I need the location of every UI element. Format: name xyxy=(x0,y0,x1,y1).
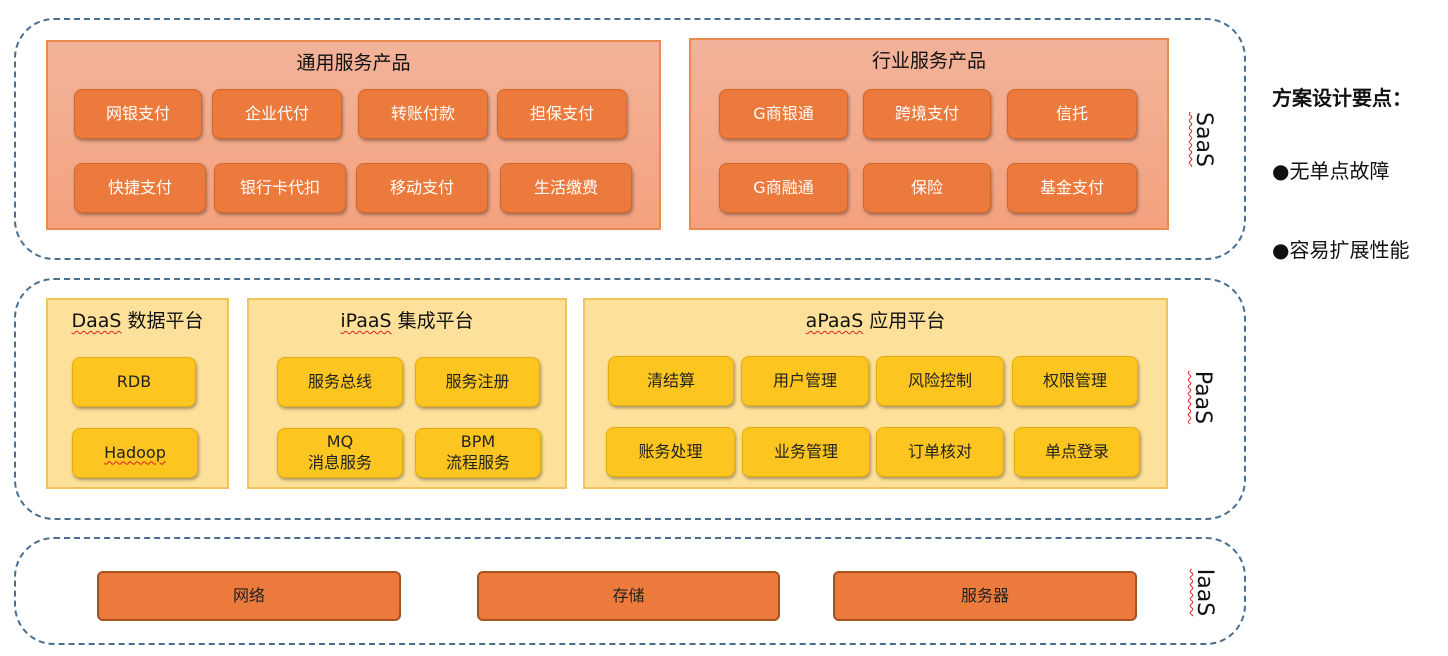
platform-box: 账务处理 xyxy=(606,427,735,477)
design-notes: 方案设计要点： ●无单点故障 ●容易扩展性能 xyxy=(1272,82,1412,313)
general-services-panel: 通用服务产品 网银支付 企业代付 转账付款 担保支付 快捷支付 银行卡代扣 移动… xyxy=(46,40,661,230)
saas-label: SaaS xyxy=(1190,112,1216,167)
note-item: ●容易扩展性能 xyxy=(1272,238,1410,262)
daas-panel: DaaS 数据平台 RDB Hadoop xyxy=(46,298,229,489)
platform-box: 权限管理 xyxy=(1012,356,1138,406)
service-box: 信托 xyxy=(1007,89,1137,139)
notes-title: 方案设计要点： xyxy=(1272,86,1412,110)
platform-box: Hadoop xyxy=(72,428,198,478)
platform-box: 风险控制 xyxy=(876,356,1004,406)
platform-box: RDB xyxy=(72,357,196,407)
service-box: 企业代付 xyxy=(212,89,342,139)
platform-box: BPM 流程服务 xyxy=(415,428,541,478)
service-box: 网银支付 xyxy=(74,89,202,139)
service-box: 快捷支付 xyxy=(74,163,206,213)
service-box: 转账付款 xyxy=(358,89,488,139)
platform-box: 订单核对 xyxy=(876,427,1004,477)
general-services-title: 通用服务产品 xyxy=(296,52,411,74)
platform-box: 清结算 xyxy=(608,356,734,406)
service-box: 担保支付 xyxy=(497,89,627,139)
iaas-tier xyxy=(14,537,1246,645)
service-box: 银行卡代扣 xyxy=(214,163,346,213)
platform-box: 用户管理 xyxy=(741,356,869,406)
platform-box: 服务注册 xyxy=(415,357,540,407)
service-box: G商银通 xyxy=(719,89,848,139)
apaas-panel: aPaaS 应用平台 清结算 用户管理 风险控制 权限管理 账务处理 业务管理 … xyxy=(583,298,1168,489)
service-box: 保险 xyxy=(863,163,991,213)
iaas-label: IaaS xyxy=(1192,568,1218,617)
apaas-title: aPaaS 应用平台 xyxy=(805,310,946,332)
saas-tier xyxy=(14,18,1246,260)
service-box: 基金支付 xyxy=(1007,163,1137,213)
industry-services-panel: 行业服务产品 G商银通 跨境支付 信托 G商融通 保险 基金支付 xyxy=(689,38,1169,230)
platform-box: 服务总线 xyxy=(277,357,403,407)
industry-services-title: 行业服务产品 xyxy=(871,50,986,72)
daas-title: DaaS 数据平台 xyxy=(71,310,204,332)
service-box: 生活缴费 xyxy=(500,163,632,213)
platform-box: 单点登录 xyxy=(1014,427,1140,477)
service-box: 跨境支付 xyxy=(863,89,991,139)
paas-label: PaaS xyxy=(1190,370,1216,425)
infra-box: 网络 xyxy=(97,571,401,621)
service-box: 移动支付 xyxy=(356,163,488,213)
infra-box: 存储 xyxy=(477,571,780,621)
note-item: ●无单点故障 xyxy=(1272,159,1390,183)
service-box: G商融通 xyxy=(719,163,848,213)
paas-tier xyxy=(14,278,1246,520)
platform-box: MQ 消息服务 xyxy=(277,428,403,478)
ipaas-panel: iPaaS 集成平台 服务总线 服务注册 MQ 消息服务 BPM 流程服务 xyxy=(247,298,567,489)
infra-box: 服务器 xyxy=(833,571,1137,621)
platform-box: 业务管理 xyxy=(742,427,870,477)
ipaas-title: iPaaS 集成平台 xyxy=(340,310,474,332)
